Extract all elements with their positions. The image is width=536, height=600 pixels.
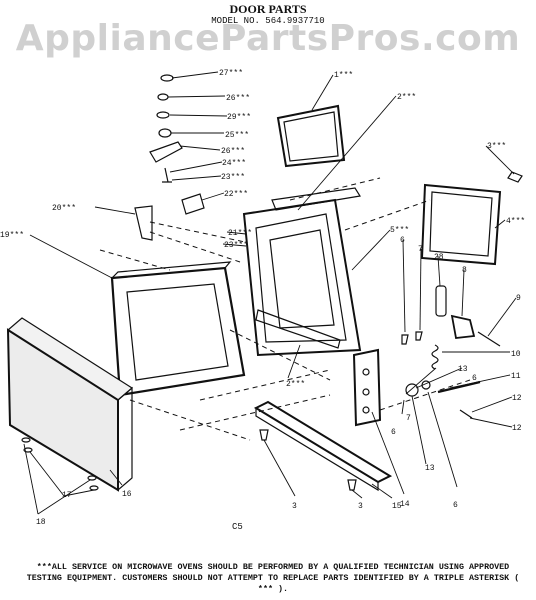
diagram-title: DOOR PARTS: [229, 2, 307, 16]
callout-labels: 27*** 26*** 29*** 25*** 26*** 24*** 23**…: [0, 69, 525, 527]
callout-21: 21***: [228, 229, 252, 238]
callout-20: 20***: [52, 204, 76, 213]
assembly-lines: [99, 177, 471, 441]
part-washer-27: [160, 74, 174, 82]
part-pin-9: [477, 331, 501, 347]
leader-lines: [23, 71, 517, 515]
part-bottom-rail-15: [253, 400, 393, 484]
part-latch-8: [450, 314, 476, 339]
part-door-window-1: [276, 104, 346, 168]
part-screw-3b: [259, 429, 269, 441]
callout-26a: 26***: [226, 94, 250, 103]
callout-13a: 13: [458, 365, 468, 374]
callout-26b: 26***: [221, 147, 245, 156]
service-footnote: ***ALL SERVICE ON MICROWAVE OVENS SHOULD…: [26, 562, 520, 594]
part-spring-10: [431, 344, 439, 370]
watermark-text: AppliancePartsPros.com: [15, 18, 521, 59]
part-screw-24: [162, 167, 172, 183]
part-screw-3: [507, 171, 523, 183]
part-screw-12: [459, 409, 473, 419]
callout-8: 8: [462, 266, 467, 275]
part-washer-29: [156, 111, 170, 119]
callout-29: 29***: [227, 113, 251, 122]
callout-28: 28: [434, 253, 444, 262]
callout-24: 24***: [222, 159, 246, 168]
part-choke-cover-4: [420, 183, 502, 266]
callout-14: 14: [400, 500, 410, 509]
part-hinge-bracket: [149, 141, 183, 163]
callout-27: 27***: [219, 69, 243, 78]
callout-6b: 6: [472, 374, 477, 383]
callout-22: 22***: [224, 190, 248, 199]
callout-18: 18: [36, 518, 46, 527]
callout-6c: 6: [391, 428, 396, 437]
callout-3c: 3: [358, 502, 363, 511]
callout-2b: 2***: [286, 380, 305, 389]
callout-23a: 23***: [221, 173, 245, 182]
callout-15: 15: [392, 502, 402, 511]
callout-6d: 6: [453, 501, 458, 510]
callout-7b: 7: [406, 414, 411, 423]
callout-10: 10: [511, 350, 521, 359]
part-washer-26: [157, 93, 169, 101]
callout-5: 5***: [390, 226, 409, 235]
callout-25: 25***: [225, 131, 249, 140]
callout-12a: 12: [512, 394, 522, 403]
callout-3b: 3: [292, 502, 297, 511]
callout-16: 16: [122, 490, 132, 499]
callout-3a: 3***: [487, 142, 506, 151]
callout-4: 4***: [506, 217, 525, 226]
part-hinge-plate-14: [352, 348, 382, 427]
part-roller-28: [435, 285, 447, 317]
part-bracket-20: [134, 205, 153, 241]
model-number: MODEL NO. 564.9937710: [211, 16, 325, 26]
callout-13b: 13: [425, 464, 435, 473]
part-clip-22: [181, 193, 205, 215]
part-washer-25: [158, 128, 172, 138]
part-door-body-19: [110, 266, 246, 397]
callout-7a: 7: [418, 245, 423, 254]
callout-17: 17: [62, 491, 72, 500]
callout-19: 19***: [0, 231, 24, 240]
part-lever-11: [437, 380, 481, 394]
part-door-frame-2: [242, 198, 362, 357]
callout-6a: 6: [400, 236, 405, 245]
callout-2a: 2***: [397, 93, 416, 102]
callout-12b: 12: [512, 424, 522, 433]
callout-9: 9: [516, 294, 521, 303]
part-screw-3c: [347, 479, 357, 491]
callout-1: 1***: [334, 71, 353, 80]
callout-11: 11: [511, 372, 521, 381]
callout-23b: 23***: [224, 241, 248, 250]
part-latch-13: [405, 383, 419, 397]
diagram-code: C5: [232, 522, 243, 532]
